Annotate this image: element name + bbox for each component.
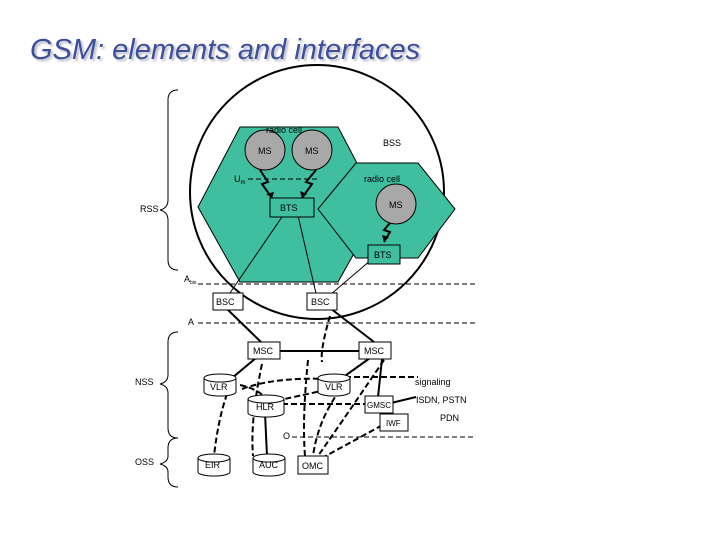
bts-box-1 [269, 197, 315, 218]
ms-label-2: MS [305, 146, 319, 156]
isdn-pstn-label: ISDN, PSTN [416, 395, 467, 405]
bsc-box-1 [212, 292, 244, 311]
msc-vlr-link [341, 357, 371, 379]
bss-label: BSS [383, 138, 401, 148]
oss-brace [159, 437, 179, 488]
msc-label-2: MSC [364, 346, 385, 356]
bsc-msc-link [329, 307, 375, 343]
radio-cell-label-2: radio cell [364, 174, 400, 184]
signaling-line [303, 359, 309, 457]
arrow-icon [300, 191, 307, 198]
ms-label-1: MS [258, 146, 272, 156]
eir-label: EIR [205, 460, 221, 470]
oss-label: OSS [135, 457, 154, 467]
rss-label: RSS [140, 204, 159, 214]
bts-bsc-link [295, 206, 319, 303]
msc-vlr-link [231, 357, 257, 379]
msc-box-2 [358, 341, 392, 360]
omc-label: OMC [302, 461, 323, 471]
nss-brace [159, 331, 179, 439]
bts-box-2 [367, 244, 401, 265]
bts-bsc-link [229, 213, 285, 294]
o-interface-label: O [283, 431, 290, 441]
pdn-label: PDN [440, 413, 459, 423]
iwf-label: IWF [386, 419, 401, 428]
bsc-label-1: BSC [216, 297, 235, 307]
hlr-label: HLR [256, 402, 275, 412]
radio-cell-label-1: radio cell [266, 125, 302, 135]
arrow-icon [266, 192, 274, 198]
signaling-label: signaling [415, 377, 451, 387]
radio-link-icon [259, 169, 273, 199]
radio-link-icon [301, 169, 317, 199]
signaling-line [312, 389, 341, 457]
signaling-line [251, 363, 263, 457]
gmsc-label: GMSC [367, 401, 391, 410]
nss-label: NSS [135, 377, 154, 387]
signaling-line [317, 359, 385, 457]
hlr-database [247, 394, 285, 418]
rss-brace [159, 89, 179, 271]
ms-circle-1 [244, 129, 286, 171]
bts-label-2: BTS [374, 250, 392, 260]
auc-label: AUC [259, 460, 279, 470]
bsc-box-2 [306, 292, 338, 311]
omc-box [297, 455, 329, 475]
gmsc-box [364, 395, 394, 414]
msc-box-1 [247, 341, 281, 360]
slide-title: GSM: elements and interfaces [30, 34, 421, 66]
ms-circle-2 [291, 129, 333, 171]
vlr-label-1: VLR [210, 382, 228, 392]
auc-database [252, 453, 286, 477]
msc-label-1: MSC [253, 346, 274, 356]
bts-label-1: BTS [280, 203, 298, 213]
ms-circle-3 [375, 183, 417, 225]
vlr-database-1 [203, 373, 237, 397]
eir-database [197, 453, 231, 477]
arrow-icon [382, 235, 389, 242]
signaling-line [213, 393, 228, 457]
bsc-msc-link [225, 307, 263, 344]
bsc-label-2: BSC [311, 297, 330, 307]
ms-label-3: MS [389, 200, 403, 210]
signaling-line [321, 420, 391, 459]
abis-label: Abis [184, 274, 197, 286]
a-interface-label: A [188, 317, 194, 327]
vlr-label-2: VLR [325, 382, 343, 392]
signaling-line [320, 315, 331, 363]
um-label: Um [234, 174, 246, 186]
iwf-box [379, 413, 409, 432]
vlr-database-2 [317, 373, 351, 397]
bss-circle [189, 64, 445, 320]
gmsc-isdn-link [390, 396, 417, 404]
hlr-auc-link [264, 412, 268, 457]
